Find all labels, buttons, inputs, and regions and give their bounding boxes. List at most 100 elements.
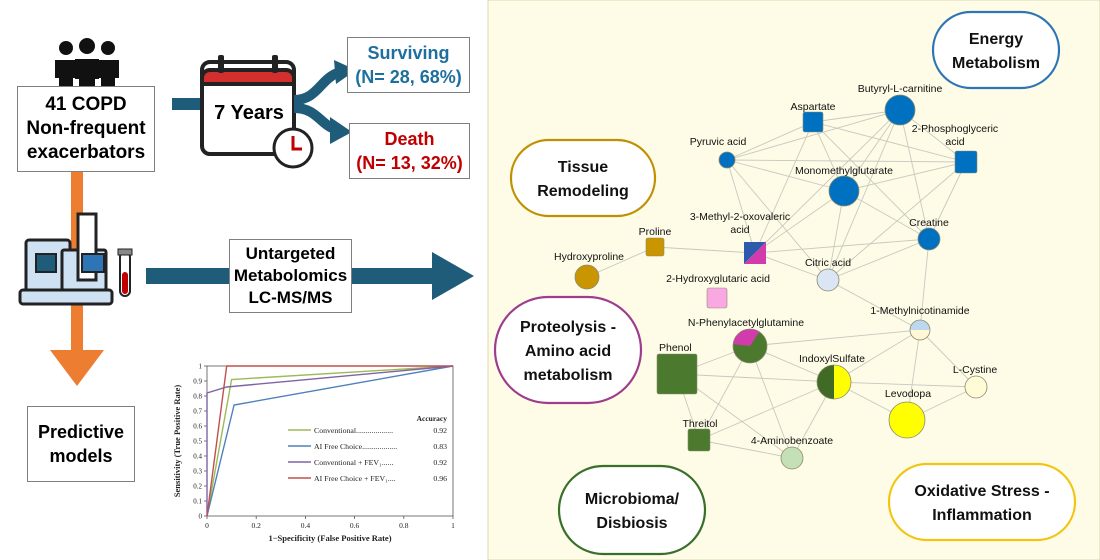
- metabolite-label-1-methylnicotinamide: 1-Methylnicotinamide: [870, 305, 969, 317]
- network-edge: [698, 381, 835, 441]
- cohort-line-1: 41 COPD: [45, 94, 127, 115]
- method-line-1: Untargeted: [245, 244, 336, 263]
- clock-icon: [272, 127, 314, 169]
- y-tick-label: 1: [199, 363, 203, 371]
- roc-curve-4: [206, 365, 453, 517]
- cohort-to-timeline-arrow: [172, 98, 202, 110]
- roc-plot-area: [206, 365, 454, 517]
- network-edge: [843, 161, 967, 192]
- network-edge: [698, 345, 751, 441]
- network-edge: [919, 238, 930, 331]
- metabolite-node-butyryl-l-carnitine: [884, 94, 916, 126]
- network-edge: [698, 439, 793, 459]
- surviving-arrowhead: [334, 60, 356, 84]
- metabolite-node-indoxylsulfate: [816, 364, 852, 400]
- legend-accuracy-4: 0.96: [433, 474, 447, 483]
- category-microbioma: Microbioma/Disbiosis: [557, 464, 707, 556]
- roc-curve-3: [206, 365, 454, 516]
- metabolite-node-hydroxyproline: [574, 264, 600, 290]
- cohort-line-2: Non-frequent: [26, 118, 146, 139]
- metabolite-node-phenol: [656, 353, 698, 395]
- legend-label-1: Conventional...................: [314, 426, 393, 435]
- metabolomics-box: Untargeted Metabolomics LC-MS/MS: [229, 239, 352, 313]
- category-label-oxidative: Oxidative Stress -Inflammation: [914, 483, 1049, 524]
- y-tick-label: 0.9: [193, 378, 202, 386]
- network-edge: [754, 190, 845, 254]
- metabolite-label-4-aminobenzoate: 4-Aminobenzoate: [751, 435, 833, 447]
- timeline-label: 7 Years: [214, 102, 284, 124]
- legend-label-3: Conventional + FEV₁......: [314, 458, 394, 467]
- metabolite-label-hydroxyproline: Hydroxyproline: [554, 251, 624, 263]
- network-edge: [726, 121, 814, 161]
- network-edge: [749, 329, 921, 347]
- legend-accuracy-1: 0.92: [433, 426, 447, 435]
- metabolite-label-creatine: Creatine: [909, 217, 949, 229]
- y-tick-label: 0.7: [193, 408, 202, 416]
- network-edge: [754, 121, 814, 254]
- metabolite-label-n-phenylacetylglutamine: N-Phenylacetylglutamine: [688, 317, 804, 329]
- y-tick-label: 0.1: [193, 498, 202, 506]
- x-tick-label: 0.8: [399, 521, 409, 530]
- metabolite-node-levodopa: [888, 401, 926, 439]
- network-edge: [833, 381, 977, 388]
- network-edge: [749, 345, 793, 459]
- network-edge: [827, 238, 930, 281]
- x-tick-label: 0: [205, 521, 209, 530]
- predictive-models-box: Predictive models: [27, 406, 135, 482]
- metabolite-node-4-aminobenzoate: [780, 446, 804, 470]
- calendar-icon: [200, 55, 296, 156]
- x-tick-label: 1: [451, 521, 455, 530]
- x-tick-label: 0.2: [252, 521, 262, 530]
- network-edge: [754, 109, 901, 254]
- legend-label-4: AI Free Choice + FEV₁....: [314, 474, 396, 483]
- metabolite-label-aspartate: Aspartate: [791, 101, 836, 113]
- metabolite-label-pyruvic-acid: Pyruvic acid: [690, 136, 747, 148]
- legend-label-2: AI Free Choice..................: [314, 442, 397, 451]
- category-oxidative: Oxidative Stress -Inflammation: [887, 462, 1077, 542]
- network-edge: [843, 109, 901, 192]
- network-edge: [726, 159, 845, 192]
- death-box: Death (N= 13, 32%): [349, 123, 470, 179]
- y-tick-label: 0.4: [193, 453, 202, 461]
- metabolite-label-2-hydroxyglutaric-acid: 2-Hydroxyglutaric acid: [666, 273, 770, 285]
- network-edge: [812, 121, 930, 240]
- death-title: Death: [384, 129, 435, 149]
- metabolite-node-threitol: [687, 428, 711, 452]
- y-tick-label: 0.6: [193, 423, 202, 431]
- death-arrowhead: [330, 117, 352, 144]
- network-nodes: Butyryl-L-carnitineAspartate2-Phosphogly…: [554, 83, 998, 470]
- y-tick-label: 0.3: [193, 468, 202, 476]
- lcms-instrument-icon: [18, 212, 133, 306]
- metabolite-node-creatine: [917, 227, 941, 251]
- network-edge: [812, 121, 967, 163]
- metabolite-node-monomethylglutarate: [828, 175, 860, 207]
- network-edge: [726, 159, 829, 281]
- metabolite-label-butyryl-l-carnitine: Butyryl-L-carnitine: [858, 83, 943, 95]
- metabolite-label-threitol: Threitol: [682, 418, 717, 430]
- metabolite-node-2-hydroxyglutaric-acid: [706, 287, 728, 309]
- y-axis-label: Sensitivity (True Positive Rate): [172, 385, 182, 498]
- y-tick-label: 0.5: [193, 438, 202, 446]
- network-edge: [928, 161, 967, 240]
- legend-accuracy-2: 0.83: [433, 442, 447, 451]
- metabolite-node-proline: [645, 237, 665, 257]
- models-line-1: Predictive: [37, 422, 125, 442]
- metabolite-node-pyruvic-acid: [718, 151, 736, 169]
- metabolite-label-indoxylsulfate: IndoxylSulfate: [799, 353, 865, 365]
- network-edge: [726, 159, 756, 254]
- network-edge: [843, 190, 930, 240]
- method-line-3: LC-MS/MS: [248, 288, 333, 307]
- y-tick-label: 0.2: [193, 483, 202, 491]
- y-tick-label: 0.8: [193, 393, 202, 401]
- network-edge: [827, 279, 921, 331]
- network-edge: [654, 246, 756, 254]
- cohort-line-3: exacerbators: [26, 142, 146, 163]
- roc-curve-2: [206, 365, 454, 517]
